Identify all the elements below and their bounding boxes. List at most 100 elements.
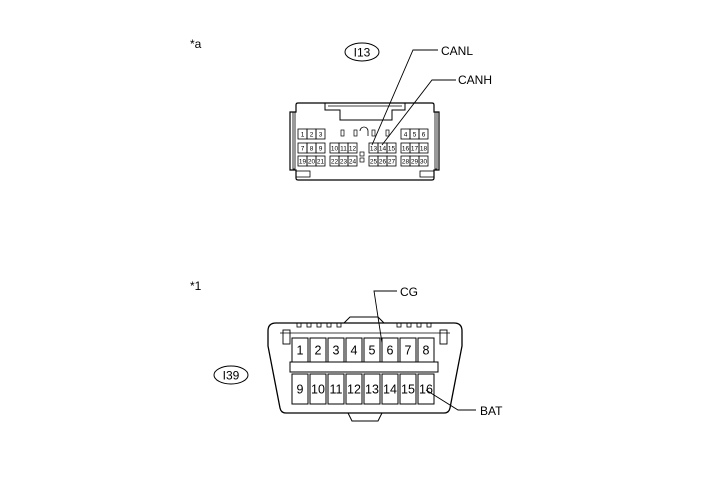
connector-a-key <box>340 129 345 137</box>
connector-a-pin-30: 30 <box>418 155 429 167</box>
connector-a-left-rib <box>292 111 296 170</box>
bat-leader-line <box>425 389 476 411</box>
connector-1-pin-15: 15 <box>399 373 417 405</box>
cg-leader-line <box>373 290 397 344</box>
connector-a-key <box>371 129 376 137</box>
pin-cell <box>347 142 358 154</box>
pin-number: 26 <box>379 159 387 166</box>
pin-number: 14 <box>379 146 387 153</box>
canl-leader-line <box>371 49 438 146</box>
housing-rib <box>426 322 432 328</box>
pin-number: 6 <box>422 132 426 139</box>
connector-1-pin-16: 16 <box>417 373 435 405</box>
pin-number: 5 <box>413 132 417 139</box>
pin-number: 20 <box>308 159 316 166</box>
pin-number: 8 <box>310 146 314 153</box>
connector-1-pin-9: 9 <box>291 373 309 405</box>
housing-rib <box>306 322 312 328</box>
connector-a-pin-21: 21 <box>315 155 326 167</box>
pin-number: 24 <box>349 159 357 166</box>
connector-a-pin-13: 13 <box>368 142 379 154</box>
pin-number: 17 <box>411 146 419 153</box>
pin-number: 23 <box>340 159 348 166</box>
pin-number: 9 <box>297 383 304 397</box>
pin-number: 5 <box>369 344 376 358</box>
connector-1-pin-10: 10 <box>309 373 327 405</box>
connector-1-pin-4: 4 <box>345 337 363 363</box>
canh-label: CANH <box>458 73 492 87</box>
connector-1-top-ribs <box>296 322 432 328</box>
connector-1-divider <box>289 361 439 373</box>
pin-number: 21 <box>317 159 325 166</box>
connector-1-right-slot <box>439 329 448 345</box>
pin-cell <box>291 337 309 363</box>
connector-a-key-arc <box>359 126 369 136</box>
pin-number: 22 <box>331 159 339 166</box>
pin-number: 29 <box>411 159 419 166</box>
housing-rib <box>316 322 322 328</box>
connector-a-pin-5: 5 <box>409 128 420 140</box>
connector-a-pin-27: 27 <box>386 155 397 167</box>
housing-rib <box>326 322 332 328</box>
pin-number: 19 <box>299 159 307 166</box>
pin-cell <box>363 337 381 363</box>
connector-a-foot-right <box>419 170 435 178</box>
connector-1-pin-13: 13 <box>363 373 381 405</box>
connector-1-id: I39 <box>223 369 240 383</box>
connector-a-pin-18: 18 <box>418 142 429 154</box>
connector-a-pin-1: 1 <box>297 128 308 140</box>
housing-rib <box>406 322 412 328</box>
connector-1-pin-7: 7 <box>399 337 417 363</box>
connector-a-pin-17: 17 <box>409 142 420 154</box>
connector-a-pin-8: 8 <box>306 142 317 154</box>
housing-rib <box>416 322 422 328</box>
connector-1-pin-12: 12 <box>345 373 363 405</box>
connector-1-pin-2: 2 <box>309 337 327 363</box>
connector-a-pin-11: 11 <box>338 142 349 154</box>
pin-number: 10 <box>331 146 339 153</box>
pin-number: 15 <box>401 383 415 397</box>
connector-a-pin-7: 7 <box>297 142 308 154</box>
pin-cell <box>417 373 435 405</box>
connector-a-id: I13 <box>354 46 371 60</box>
connector-a-pin-2: 2 <box>306 128 317 140</box>
connector-1-housing <box>267 322 463 414</box>
connector-a-pin-16: 16 <box>400 142 411 154</box>
pin-number: 25 <box>370 159 378 166</box>
pin-cell <box>345 373 363 405</box>
pin-number: 4 <box>404 132 408 139</box>
connector-a-pin-29: 29 <box>409 155 420 167</box>
pin-number: 27 <box>388 159 396 166</box>
connector-a-pin-15: 15 <box>386 142 397 154</box>
connector-a-id-oval <box>344 42 380 62</box>
pin-number: 14 <box>383 383 397 397</box>
pin-number: 30 <box>420 159 428 166</box>
connector-a-pin-22: 22 <box>329 155 340 167</box>
pin-number: 7 <box>301 146 305 153</box>
housing-rib <box>336 322 342 328</box>
pin-cell <box>381 337 399 363</box>
pin-number: 12 <box>347 383 361 397</box>
connector-a-pin-25: 25 <box>368 155 379 167</box>
pin-number: 10 <box>311 383 325 397</box>
pin-cell <box>315 142 326 154</box>
housing-rib <box>296 322 302 328</box>
pin-cell <box>399 337 417 363</box>
connector-a-key <box>353 129 358 137</box>
pin-cell <box>309 373 327 405</box>
connector-1-pin-3: 3 <box>327 337 345 363</box>
connector-a-pin-10: 10 <box>329 142 340 154</box>
connector-a-pin-19: 19 <box>297 155 308 167</box>
connector-1-pin-11: 11 <box>327 373 345 405</box>
pin-number: 2 <box>310 132 314 139</box>
connector-a-pin-24: 24 <box>347 155 358 167</box>
pin-number: 6 <box>387 344 394 358</box>
connector-1-pin-14: 14 <box>381 373 399 405</box>
connector-a-pin-3: 3 <box>315 128 326 140</box>
housing-rib <box>396 322 402 328</box>
pin-number: 3 <box>333 344 340 358</box>
